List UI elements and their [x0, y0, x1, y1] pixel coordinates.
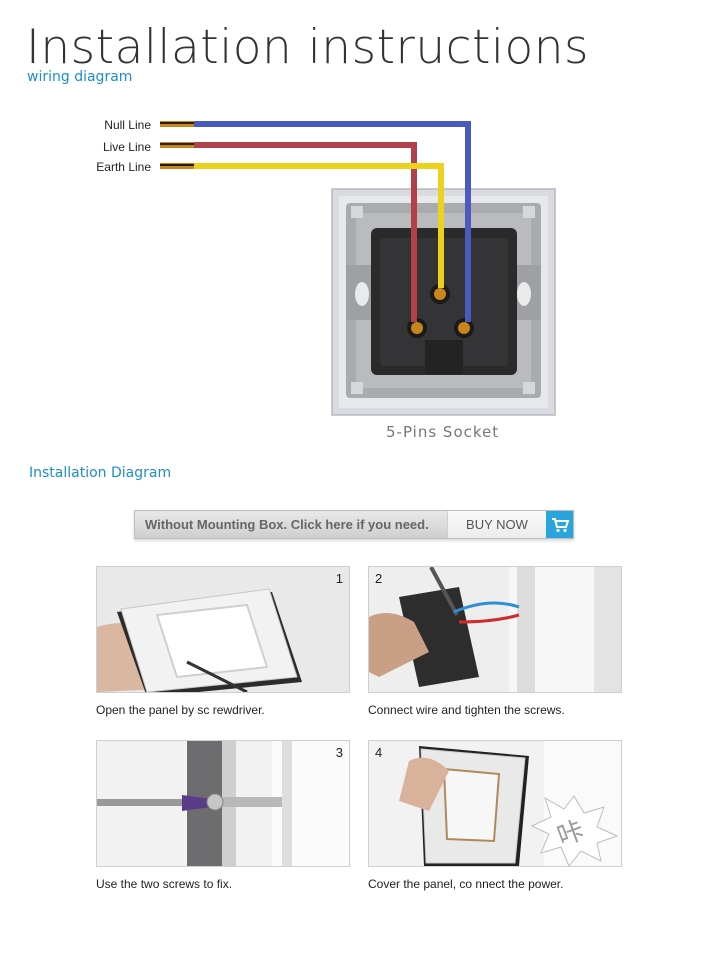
earth-line-label: Earth Line	[96, 160, 151, 174]
wiring-diagram	[160, 121, 556, 416]
live-wire	[192, 142, 417, 322]
step-4-caption: Cover the panel, co nnect the power.	[368, 877, 564, 891]
step-3-photo: 3	[96, 740, 350, 867]
step-4-photo: 4 咔	[368, 740, 622, 867]
section-title-installation: Installation Diagram	[29, 465, 172, 481]
click-burst	[530, 795, 619, 866]
step-1-illustration	[97, 567, 349, 692]
cart-button[interactable]	[546, 511, 573, 538]
socket-caption: 5-Pins Socket	[386, 423, 500, 441]
step-2-illustration	[369, 567, 621, 692]
step-number: 3	[335, 745, 343, 760]
step-2-caption: Connect wire and tighten the screws.	[368, 703, 565, 717]
step-1-caption: Open the panel by sc rewdriver.	[96, 703, 265, 717]
earth-wire	[192, 163, 444, 288]
step-3-illustration	[97, 741, 349, 866]
live-terminal	[411, 322, 423, 334]
null-terminal	[458, 322, 470, 334]
null-wire	[192, 121, 471, 322]
step-number: 1	[335, 571, 343, 586]
mounting-slot-right	[517, 282, 531, 306]
terminal-screws	[407, 284, 474, 338]
step-3-caption: Use the two screws to fix.	[96, 877, 233, 891]
earth-terminal	[434, 288, 446, 300]
step-number: 4	[375, 745, 383, 760]
section-title-wiring: wiring diagram	[27, 69, 133, 85]
buy-now-button[interactable]: BUY NOW	[447, 511, 546, 538]
step-1-photo: 1	[96, 566, 350, 693]
banner-message: Without Mounting Box. Click here if you …	[145, 517, 429, 532]
mounting-box-banner[interactable]: Without Mounting Box. Click here if you …	[134, 510, 574, 539]
step-4-illustration	[369, 741, 621, 866]
live-line-label: Live Line	[102, 140, 151, 154]
shopping-cart-icon	[552, 518, 570, 533]
null-line-label: Null Line	[104, 118, 151, 132]
copper-wire-ends	[160, 121, 194, 169]
step-2-photo: 2	[368, 566, 622, 693]
page-title: Installation instructions	[26, 20, 589, 75]
step-number: 2	[375, 571, 383, 586]
mounting-slot-left	[355, 282, 369, 306]
